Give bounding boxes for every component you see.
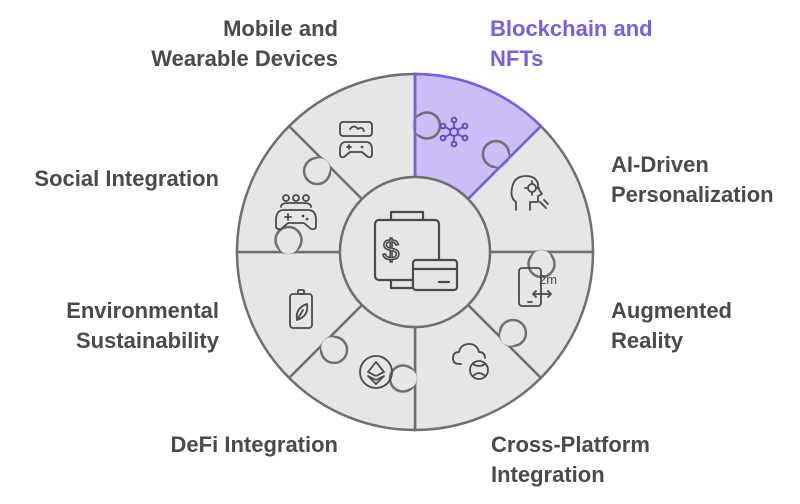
segment-label-defi: DeFi Integration: [170, 432, 338, 457]
mobile-gaming-icon: [339, 121, 373, 159]
puzzle-knob-fill: [531, 250, 552, 270]
puzzle-knob-fill: [309, 158, 330, 179]
puzzle-knob-fill: [278, 234, 299, 254]
segment-label-blockchain-nfts: Blockchain and NFTs: [490, 16, 653, 71]
puzzle-knob-fill: [397, 368, 417, 389]
network-nodes-icon: [439, 116, 469, 148]
defi-coin-icon: [359, 355, 393, 389]
segment-label-environmental: Environmental Sustainability: [66, 298, 219, 353]
cloud-xbox-icon: [452, 343, 489, 380]
phone-ar-distance-icon: 2m: [518, 267, 557, 307]
svg-text:2m: 2m: [539, 272, 557, 287]
segment-label-augmented-reality: Augmented Reality: [611, 298, 732, 353]
segment-label-social: Social Integration: [34, 166, 219, 191]
segment-label-ai-personalization: AI-Driven Personalization: [611, 152, 774, 207]
highlight-outline: [413, 72, 543, 200]
ai-head-gear-icon: [510, 175, 549, 211]
multiplayer-gamepad-icon: [275, 194, 317, 231]
svg-text:$: $: [383, 234, 400, 267]
segment-label-cross-platform: Cross-Platform Integration: [491, 432, 650, 487]
puzzle-knobs: [274, 111, 556, 393]
puzzle-knob-fill: [488, 146, 509, 167]
puzzle-knob-fill: [413, 115, 433, 136]
puzzle-knob-fill: [500, 325, 521, 346]
wallet-card-icon: $: [373, 210, 459, 292]
segment-label-mobile-wearable: Mobile and Wearable Devices: [151, 16, 338, 71]
puzzle-knob-fill: [321, 337, 342, 358]
center-hub: [338, 175, 492, 329]
eco-battery-icon: [289, 289, 313, 329]
